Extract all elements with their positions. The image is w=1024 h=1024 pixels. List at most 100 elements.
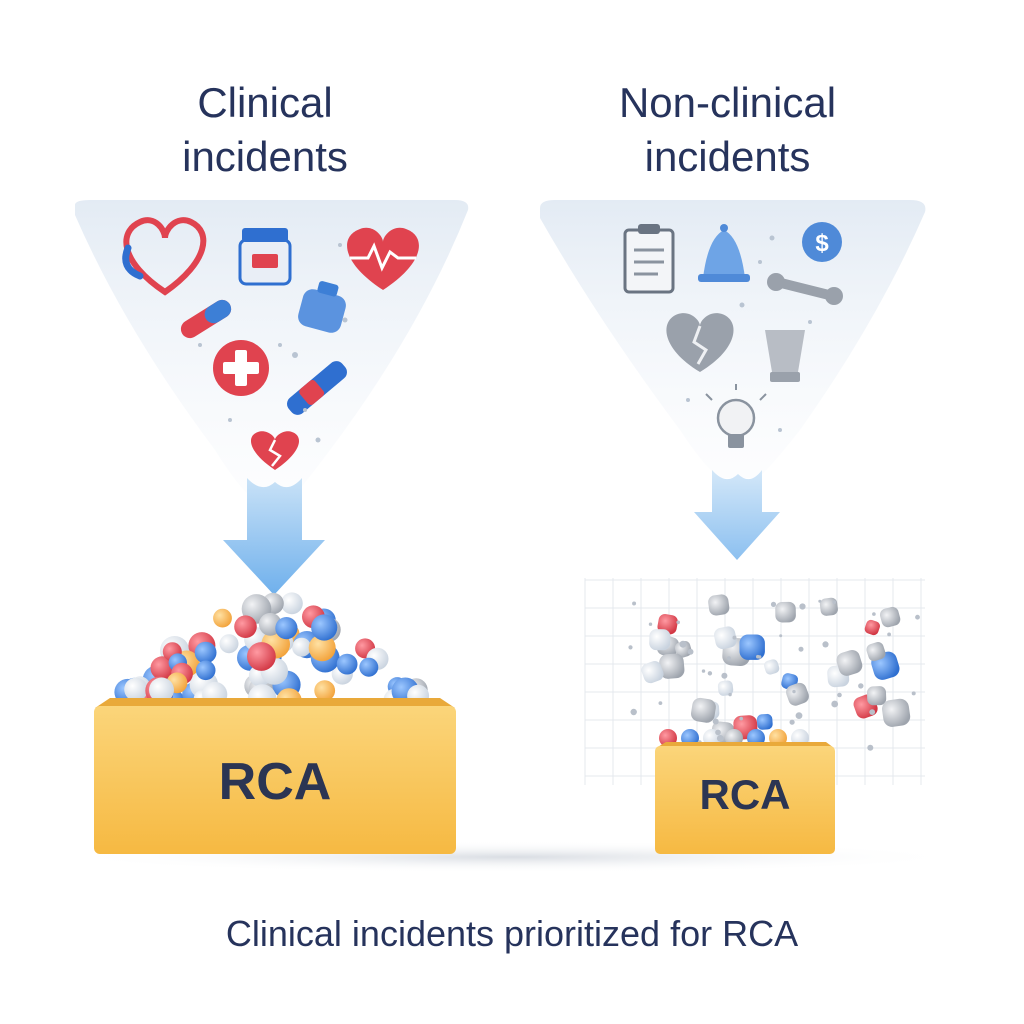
particle-dot (628, 645, 633, 650)
incident-ball (314, 680, 336, 701)
incident-item (659, 653, 685, 679)
particle-dot (792, 689, 796, 694)
clinical-incidents-title: Clinical incidents (115, 76, 415, 184)
incident-ball (219, 634, 239, 654)
incident-item (756, 713, 773, 730)
incident-ball (149, 677, 174, 703)
non-clinical-incidents-title: Non-clinical incidents (560, 76, 895, 184)
particle-dot (732, 635, 737, 640)
incident-ball (292, 637, 312, 657)
rca-label: RCA (218, 753, 332, 811)
incident-item (866, 686, 887, 706)
incident-ball (195, 660, 216, 681)
incident-item (764, 659, 780, 675)
incident-item (708, 594, 730, 616)
particle-dot (911, 691, 916, 696)
incident-item (641, 661, 664, 684)
particle-dot (798, 646, 804, 652)
incident-ball (275, 617, 298, 640)
particle-dot (831, 700, 839, 708)
particle-dot (872, 612, 876, 616)
particle-dot (687, 648, 694, 655)
particle-dot (915, 614, 920, 620)
incident-item (864, 619, 880, 636)
incident-ball (281, 592, 303, 615)
particle-dot (658, 701, 663, 705)
particle-dot (867, 744, 874, 751)
particle-dot (679, 640, 687, 648)
pill-capsule-icon (180, 299, 232, 339)
incident-item (657, 613, 678, 635)
title-line: incidents (182, 133, 348, 180)
incident-item (879, 606, 901, 628)
incident-item (819, 597, 838, 616)
broken-heart-icon (666, 313, 734, 372)
particle-dot (770, 601, 777, 608)
incident-item (714, 626, 737, 650)
incident-item (836, 650, 863, 676)
clipboard-icon (623, 224, 675, 294)
incident-ball (150, 656, 174, 680)
title-line: incidents (644, 133, 811, 180)
incident-item (649, 629, 671, 651)
svg-text:$: $ (815, 230, 829, 257)
broken-heart-icon (250, 431, 300, 470)
medical-cross-icon (213, 340, 269, 396)
incident-ball (359, 657, 379, 677)
sparkle-dots (198, 243, 348, 443)
incident-ball (213, 608, 232, 628)
heartbeat-heart-icon (347, 227, 419, 290)
particle-dot (789, 719, 795, 725)
particle-dot (818, 599, 822, 603)
incident-item (691, 697, 716, 723)
title-line: Non-clinical (618, 79, 837, 126)
sparkle-dots (686, 235, 812, 432)
particle-dot (799, 603, 806, 610)
non-clinical-incident-scatter (628, 594, 920, 751)
particle-dot (837, 692, 842, 698)
particle-dot (887, 632, 891, 637)
incident-ball (124, 677, 148, 702)
rca-label: RCA (699, 771, 791, 818)
particle-dot (707, 671, 713, 676)
right-down-arrow (694, 470, 780, 560)
incident-item (674, 640, 692, 658)
syringe-icon (287, 361, 347, 415)
rca-box-large (94, 698, 456, 854)
incident-ball (234, 615, 257, 638)
incident-item (786, 682, 809, 706)
clinical-incident-pile (114, 592, 430, 714)
incident-item (866, 642, 886, 662)
particle-dot (632, 601, 637, 606)
particle-dot (701, 669, 706, 673)
left-down-arrow (223, 478, 325, 595)
particle-dot (822, 641, 829, 648)
heart-stethoscope-icon (122, 217, 207, 296)
lightbulb-icon (705, 384, 767, 448)
incident-item (717, 680, 734, 696)
incident-ball (308, 634, 336, 662)
particle-dot (756, 654, 760, 659)
particle-dot (869, 709, 876, 715)
particle-dot (728, 692, 732, 697)
incident-ball (311, 614, 338, 641)
incident-ball (194, 641, 217, 664)
title-line: Clinical (197, 79, 333, 126)
particle-dot (630, 708, 637, 716)
iv-bag-icon (298, 281, 346, 333)
particle-dot (726, 656, 731, 661)
dollar-coin-icon: $ (802, 222, 842, 262)
wrench-icon (767, 273, 843, 305)
incident-item (882, 698, 911, 727)
medicine-jar-icon (238, 228, 292, 286)
particle-dot (716, 735, 724, 742)
incident-item (739, 634, 765, 660)
particle-dot (715, 729, 721, 736)
particle-dot (858, 683, 864, 689)
incident-item (775, 601, 796, 623)
particle-dot (721, 672, 728, 679)
incident-ball (336, 653, 358, 675)
particle-dot (795, 712, 803, 719)
particle-dot (779, 634, 783, 638)
rca-box-small (655, 742, 835, 854)
